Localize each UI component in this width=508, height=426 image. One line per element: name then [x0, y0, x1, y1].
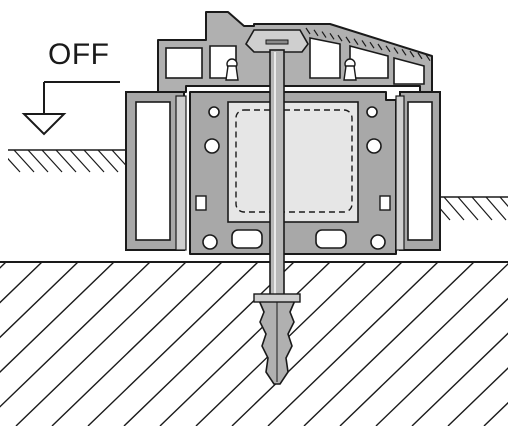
base-profile — [189, 91, 397, 255]
level-off-label: OFF — [48, 38, 110, 71]
level-marker-symbol — [21, 81, 120, 136]
left-floor-surface — [8, 149, 126, 173]
left-side-leg — [125, 91, 187, 251]
substrate-hatching — [0, 262, 508, 426]
top-cover-profile — [157, 11, 433, 93]
substrate-section — [0, 261, 508, 426]
fixing-screw — [269, 49, 285, 301]
right-floor-surface — [438, 196, 508, 221]
wall-plug — [253, 293, 301, 385]
right-side-leg — [395, 91, 441, 251]
